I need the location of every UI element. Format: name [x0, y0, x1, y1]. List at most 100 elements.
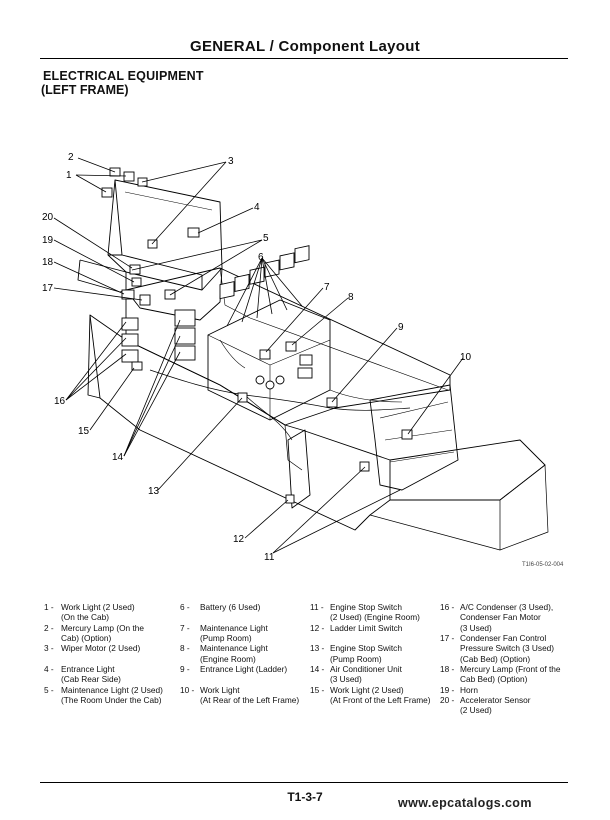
legend-item: 6 -Battery (6 Used): [180, 602, 310, 623]
legend-item: 1 - Work Light (2 Used) (On the Cab): [44, 602, 174, 623]
leader-16b: [65, 337, 127, 401]
legend-item: 11 -Engine Stop Switch (2 Used) (Engine …: [310, 602, 440, 623]
engine-stop-switch-engine: [359, 461, 370, 472]
work-light-rear: [401, 429, 413, 440]
legend-item: 3 -Wiper Motor (2 Used): [44, 643, 174, 664]
legend-item: 8 -Maintenance Light (Engine Room): [180, 643, 310, 664]
section-title: ELECTRICAL EQUIPMENT: [43, 69, 204, 83]
maintenance-light-engine-room: [285, 341, 297, 352]
footer-rule: [40, 782, 568, 783]
leader-6e: [261, 257, 288, 311]
legend-item: 19 -Horn: [440, 685, 576, 696]
condenser-3: [121, 349, 139, 363]
legend-column-4: 16 - A/C Condenser (3 Used), Condenser Fa…: [440, 602, 576, 716]
cab-bed-outline: [79, 259, 223, 321]
leader-3b: [151, 161, 227, 245]
legend-number: 14 -: [310, 664, 325, 675]
legend-number: 1 -: [44, 602, 54, 612]
callout-14: 14: [112, 452, 124, 463]
leader-14b: [123, 335, 181, 457]
legend-column-1: 1 - Work Light (2 Used) (On the Cab) 2 -M…: [44, 602, 174, 705]
legend-label: Mercury Lamp (Front of the Cab Bed) (Opt…: [460, 664, 561, 685]
battery-5: [279, 252, 295, 271]
legend-label: Maintenance Light (Engine Room): [200, 643, 268, 664]
callout-12: 12: [233, 534, 245, 545]
ladder-outline: [287, 429, 311, 509]
battery-3: [249, 266, 265, 285]
mercury-lamp-cab-bed: [121, 289, 135, 300]
legend-item: 13 -Engine Stop Switch (Pump Room): [310, 643, 440, 664]
legend-label: Maintenance Light (Pump Room): [200, 622, 268, 643]
legend-label: Engine Stop Switch (2 Used) (Engine Room…: [330, 602, 420, 623]
battery-4: [264, 259, 280, 278]
legend-number: 4 -: [44, 664, 54, 675]
entrance-light-ladder: [326, 397, 338, 408]
leader-9: [331, 327, 398, 403]
callout-6: 6: [258, 252, 264, 263]
legend-label: Air Conditioner Unit (3 Used): [330, 664, 402, 685]
leader-5b: [131, 239, 263, 271]
left-frame-outline: [89, 314, 391, 531]
entrance-light-cab-rear: [187, 227, 200, 238]
legend-column-2: 6 -Battery (6 Used) 7 - Maintenance Light…: [180, 602, 310, 705]
callout-7: 7: [324, 282, 330, 293]
leader-15: [89, 367, 135, 431]
callout-8: 8: [348, 292, 354, 303]
legend-label: A/C Condenser (3 Used), Condenser Fan Mo…: [460, 602, 554, 633]
title-rule: [40, 58, 568, 59]
legend-number: 10 -: [180, 684, 195, 695]
ac-unit-1: [174, 309, 196, 327]
legend-number: 15 -: [310, 684, 325, 695]
leader-5a: [169, 239, 263, 296]
callout-13: 13: [148, 486, 160, 497]
leader-16c: [65, 353, 127, 401]
callout-20: 20: [42, 212, 54, 223]
fitting-2: [265, 380, 275, 390]
legend-item: 15 -Work Light (2 Used) (At Front of the…: [310, 685, 440, 706]
ladder-limit-switch: [285, 494, 295, 504]
legend-label: Wiper Motor (2 Used): [61, 643, 141, 654]
legend-label: Condenser Fan Control Pressure Switch (3…: [460, 633, 555, 664]
legend-item: 9 -Entrance Light (Ladder): [180, 664, 310, 685]
leader-7: [265, 287, 324, 353]
callout-18: 18: [42, 257, 54, 268]
leader-6f: [261, 257, 303, 307]
leader-6a: [226, 257, 263, 327]
legend-item: 16 - A/C Condenser (3 Used), Condenser Fa…: [440, 602, 576, 633]
battery-1: [219, 281, 235, 300]
leader-17: [53, 287, 143, 301]
legend-number: 16 -: [440, 602, 455, 612]
legend-item: 20 - Accelerator Sensor (2 Used): [440, 695, 576, 716]
legend-label: Engine Stop Switch (Pump Room): [330, 643, 402, 664]
work-light-front: [131, 361, 143, 371]
leader-12: [244, 499, 289, 539]
legend-column-3: 11 -Engine Stop Switch (2 Used) (Engine …: [310, 602, 440, 705]
leader-11b: [272, 489, 401, 554]
leader-19: [53, 239, 135, 283]
legend-label: Work Light (2 Used) (On the Cab): [61, 602, 135, 623]
battery-6: [294, 245, 310, 264]
wiring-harness: [149, 369, 411, 411]
legend-number: 20 -: [440, 695, 455, 706]
leader-1a: [75, 174, 107, 193]
leader-1b: [75, 174, 127, 177]
callout-5: 5: [263, 233, 269, 244]
legend-item: 7 - Maintenance Light (Pump Room): [180, 623, 310, 644]
battery-2: [234, 273, 250, 292]
callout-3: 3: [228, 156, 234, 167]
legend-label: Work Light (At Rear of the Left Frame): [200, 684, 300, 706]
legend-label: Ladder Limit Switch: [330, 622, 403, 633]
callout-19: 19: [42, 235, 54, 246]
horn: [131, 277, 142, 287]
legend-item: 10 - Work Light (At Rear of the Left Fram…: [180, 685, 310, 706]
condenser-1: [121, 317, 139, 331]
legend-label: Accelerator Sensor (2 Used): [460, 695, 531, 716]
section-subtitle: (LEFT FRAME): [41, 83, 129, 97]
figure-id: T1I6-05-02-004: [522, 562, 564, 568]
maintenance-light-under-cab: [164, 289, 176, 300]
legend-number: 18 -: [440, 664, 455, 674]
legend-number: 7 -: [180, 622, 190, 633]
legend-number: 19 -: [440, 684, 455, 695]
legend-item: 2 -Mercury Lamp (On the Cab) (Option): [44, 623, 174, 644]
legend-label: Entrance Light (Ladder): [200, 664, 288, 675]
